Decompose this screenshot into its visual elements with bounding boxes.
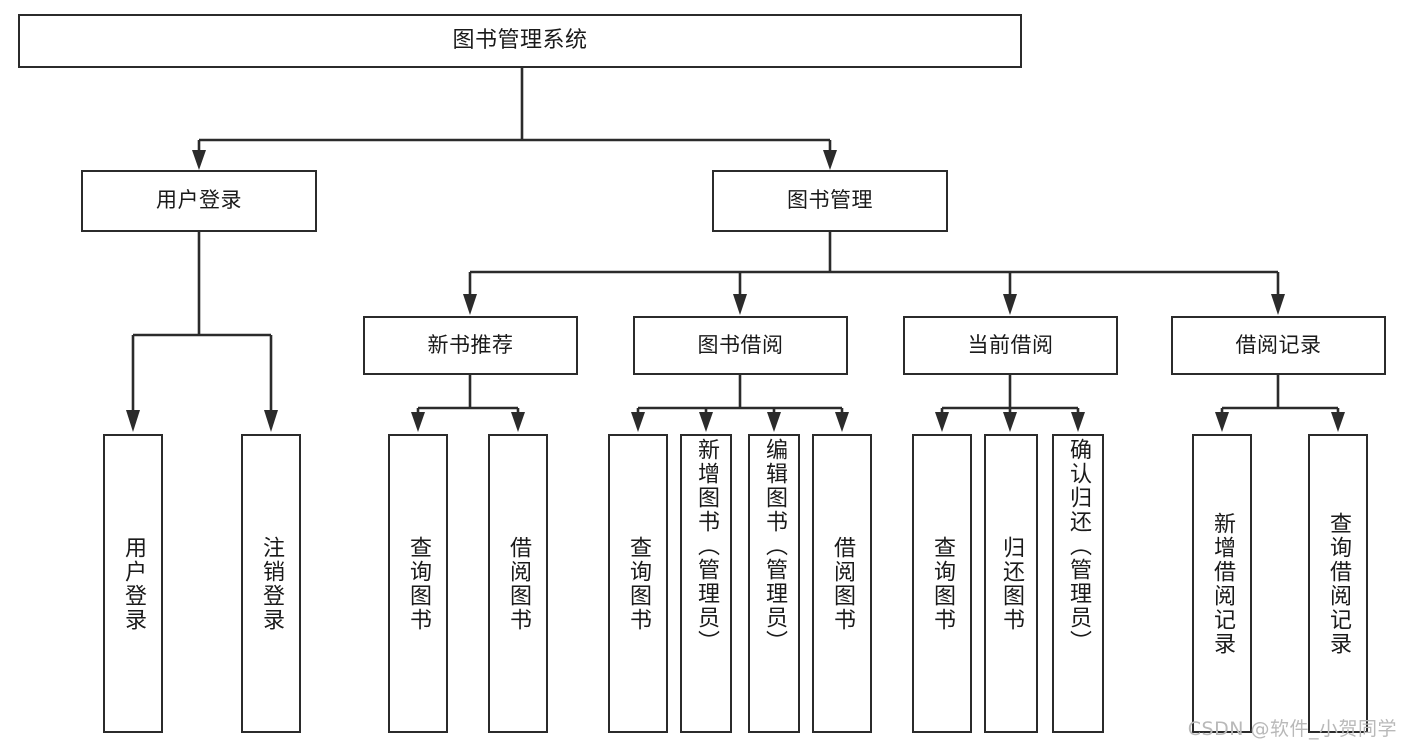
node-current-borrow[interactable]: 当前借阅: [903, 316, 1118, 375]
node-leaf-borrow-book-1[interactable]: 借阅图书: [488, 434, 548, 733]
arrow-bm-c1: [463, 294, 477, 315]
node-leaf-add-record[interactable]: 新增借阅记录: [1192, 434, 1252, 733]
node-current-borrow-label: 当前借阅: [967, 332, 1054, 357]
arrow-bb-l4: [835, 412, 849, 432]
arrow-nbr-l2: [511, 412, 525, 432]
arrow-cb-l2: [1003, 412, 1017, 432]
node-root[interactable]: 图书管理系统: [18, 14, 1022, 68]
node-leaf-edit-book-label: 编辑图书（管理员）: [762, 438, 787, 654]
arrow-user-login-l1: [126, 410, 140, 432]
arrow-br-l2: [1331, 412, 1345, 432]
node-leaf-borrow-book-1-label: 借阅图书: [506, 535, 531, 632]
node-user-login[interactable]: 用户登录: [81, 170, 317, 232]
arrow-bm-c2: [733, 294, 747, 315]
node-leaf-borrow-book-2[interactable]: 借阅图书: [812, 434, 872, 733]
node-user-login-label: 用户登录: [156, 188, 242, 213]
node-leaf-query-book-3-label: 查询图书: [930, 535, 955, 632]
node-book-borrow[interactable]: 图书借阅: [633, 316, 848, 375]
node-leaf-add-book-label: 新增图书（管理员）: [694, 438, 719, 654]
node-leaf-user-login[interactable]: 用户登录: [103, 434, 163, 733]
node-leaf-confirm-return-label: 确认归还（管理员）: [1066, 438, 1091, 654]
arrow-bm-c4: [1271, 294, 1285, 315]
node-leaf-query-book-1[interactable]: 查询图书: [388, 434, 448, 733]
node-leaf-edit-book[interactable]: 编辑图书（管理员）: [748, 434, 800, 733]
node-leaf-user-login-label: 用户登录: [121, 535, 146, 632]
arrow-cb-l1: [935, 412, 949, 432]
arrow-bm-c3: [1003, 294, 1017, 315]
node-root-label: 图书管理系统: [452, 27, 588, 53]
node-leaf-user-logout[interactable]: 注销登录: [241, 434, 301, 733]
arrow-cb-l3: [1071, 412, 1085, 432]
arrow-bb-l1: [631, 412, 645, 432]
arrow-user-login-l2: [264, 410, 278, 432]
node-leaf-return-book-label: 归还图书: [999, 535, 1024, 632]
node-leaf-borrow-book-2-label: 借阅图书: [830, 535, 855, 632]
node-new-book-rec[interactable]: 新书推荐: [363, 316, 578, 375]
node-leaf-return-book[interactable]: 归还图书: [984, 434, 1038, 733]
node-leaf-add-book[interactable]: 新增图书（管理员）: [680, 434, 732, 733]
node-leaf-query-book-1-label: 查询图书: [406, 535, 431, 632]
node-book-manage-label: 图书管理: [787, 188, 873, 213]
arrow-root-to-user-login: [192, 150, 206, 170]
node-leaf-query-book-2-label: 查询图书: [626, 535, 651, 632]
arrow-nbr-l1: [411, 412, 425, 432]
node-borrow-record[interactable]: 借阅记录: [1171, 316, 1386, 375]
node-borrow-record-label: 借阅记录: [1235, 332, 1322, 357]
node-leaf-add-record-label: 新增借阅记录: [1210, 511, 1235, 656]
arrow-bb-l2: [699, 412, 713, 432]
arrow-root-to-book-manage: [823, 150, 837, 170]
node-leaf-query-book-2[interactable]: 查询图书: [608, 434, 668, 733]
node-leaf-query-record-label: 查询借阅记录: [1326, 511, 1351, 656]
node-leaf-confirm-return[interactable]: 确认归还（管理员）: [1052, 434, 1104, 733]
arrow-bb-l3: [767, 412, 781, 432]
node-book-manage[interactable]: 图书管理: [712, 170, 948, 232]
node-leaf-query-book-3[interactable]: 查询图书: [912, 434, 972, 733]
node-leaf-user-logout-label: 注销登录: [259, 535, 284, 632]
node-new-book-rec-label: 新书推荐: [427, 332, 514, 357]
arrow-br-l1: [1215, 412, 1229, 432]
node-leaf-query-record[interactable]: 查询借阅记录: [1308, 434, 1368, 733]
watermark-text: CSDN @软件_小贺同学: [1187, 718, 1397, 740]
node-book-borrow-label: 图书借阅: [697, 332, 784, 357]
